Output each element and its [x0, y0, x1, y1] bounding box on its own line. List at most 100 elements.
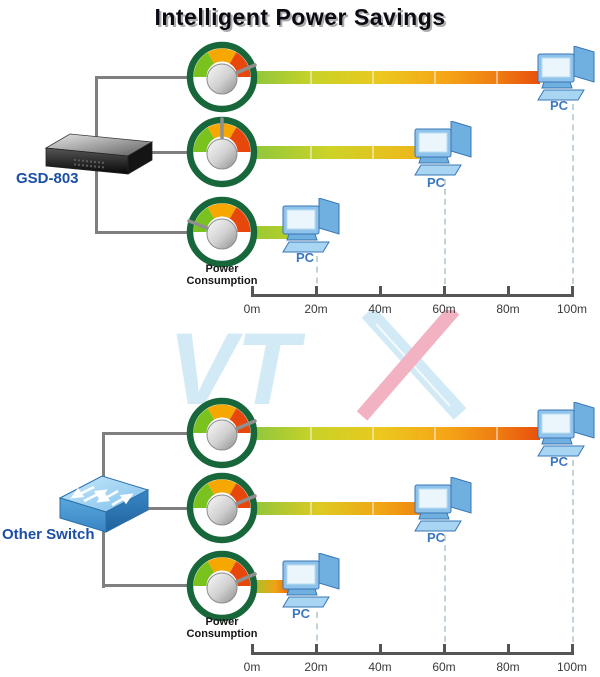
- gauge-zone-mid: [207, 479, 237, 495]
- pc-keyboard: [414, 520, 462, 532]
- ruler-tick: [507, 644, 510, 652]
- pc-base: [541, 81, 573, 89]
- gauge-zone-low: [193, 408, 215, 434]
- ruler-label-60m: 60m: [432, 660, 456, 674]
- ruler-label-20m: 20m: [304, 660, 328, 674]
- ruler-label-0m: 0m: [243, 302, 261, 316]
- other-branch-line-3: [102, 584, 195, 587]
- pc-screen: [286, 564, 316, 585]
- pc-screen: [541, 413, 571, 434]
- power-gauge-high: [186, 550, 258, 622]
- ruler-tick: [443, 286, 446, 294]
- gsd-switch-label: GSD-803: [16, 170, 79, 187]
- power-gauge-high: [186, 397, 258, 469]
- switch-side-face: [105, 489, 149, 533]
- gauge-zone-mid: [207, 557, 237, 573]
- pc-base: [286, 588, 318, 596]
- pc-tower: [318, 198, 340, 235]
- pc-screen: [541, 57, 571, 78]
- distance-guide-60m: [444, 179, 446, 294]
- distance-guide-100m: [572, 104, 574, 294]
- pc-icon: [282, 198, 340, 253]
- gauge-knob: [206, 494, 238, 526]
- ruler-label-40m: 40m: [368, 660, 392, 674]
- gauge-knob: [206, 218, 238, 250]
- pc-icon: [537, 402, 595, 457]
- pc-keyboard: [414, 164, 462, 176]
- ruler-tick: [507, 286, 510, 294]
- gauge-zone-low: [193, 483, 215, 509]
- pc-tower: [318, 553, 340, 590]
- pc-screen: [418, 488, 448, 509]
- pc-keyboard: [537, 89, 585, 101]
- pc-keyboard: [282, 241, 330, 253]
- ruler-label-40m: 40m: [368, 302, 392, 316]
- gauge-zone-high: [229, 207, 251, 233]
- pc-label: PC: [549, 98, 569, 113]
- ruler-label-0m: 0m: [243, 660, 261, 674]
- cable-bar-20m: [250, 580, 292, 593]
- pc-icon: [537, 46, 595, 101]
- ruler-label-80m: 80m: [496, 660, 520, 674]
- ruler-tick: [315, 286, 318, 294]
- distance-guide-20m: [316, 612, 318, 652]
- pc-base: [418, 156, 450, 164]
- cable-bar-100m: [250, 71, 540, 84]
- distance-guide-20m: [316, 256, 318, 294]
- distance-ruler: [251, 652, 574, 655]
- switch-arrows-icon: [70, 485, 134, 507]
- cable-bar-20m: [250, 226, 292, 239]
- power-label-line2: Consumption: [186, 628, 258, 640]
- gauge-zone-high: [229, 52, 251, 78]
- gauge-zone-high: [229, 408, 251, 434]
- power-gauge-high: [186, 472, 258, 544]
- distance-guide-60m: [444, 535, 446, 652]
- pc-label: PC: [549, 454, 569, 469]
- pc-label: PC: [426, 175, 446, 190]
- ruler-tick: [571, 286, 574, 294]
- pc-tower: [573, 402, 595, 439]
- power-consumption-label: Power Consumption: [162, 616, 282, 640]
- pc-label: PC: [295, 250, 315, 265]
- power-label-line1: Power: [205, 616, 239, 628]
- watermark-x-pink-stroke: [356, 310, 460, 421]
- pc-screen: [286, 209, 316, 230]
- ruler-tick: [251, 286, 254, 294]
- ruler-tick: [315, 644, 318, 652]
- power-gauge-high: [186, 41, 258, 113]
- ruler-tick: [379, 286, 382, 294]
- pc-icon: [414, 477, 472, 532]
- pc-icon: [282, 553, 340, 608]
- cable-bar-60m: [250, 502, 424, 515]
- pc-tower: [450, 121, 472, 158]
- ruler-tick: [443, 644, 446, 652]
- ruler-label-80m: 80m: [496, 302, 520, 316]
- pc-keyboard: [282, 596, 330, 608]
- other-branch-line-1: [102, 432, 195, 435]
- pc-base: [541, 437, 573, 445]
- gauge-knob: [206, 63, 238, 95]
- distance-guide-100m: [572, 460, 574, 652]
- ruler-tick: [251, 644, 254, 652]
- pc-tower: [573, 46, 595, 83]
- gauge-zone-mid: [207, 404, 237, 420]
- pc-screen: [418, 132, 448, 153]
- ruler-label-60m: 60m: [432, 302, 456, 316]
- gauge-zone-high: [229, 127, 251, 153]
- gauge-zone-high: [229, 561, 251, 587]
- ruler-tick: [571, 644, 574, 652]
- ruler-tick: [379, 644, 382, 652]
- pc-label: PC: [291, 606, 311, 621]
- gauge-zone-low: [193, 52, 215, 78]
- pc-icon: [414, 121, 472, 176]
- ruler-label-100m: 100m: [556, 302, 588, 316]
- pc-base: [286, 233, 318, 241]
- page-title: Intelligent Power Savings: [154, 4, 446, 30]
- power-consumption-label: Power Consumption: [162, 263, 282, 287]
- power-gauge-low: [186, 196, 258, 268]
- gsd-branch-line-3: [95, 231, 195, 234]
- ruler-label-20m: 20m: [304, 302, 328, 316]
- power-label-line2: Consumption: [186, 275, 258, 287]
- gauge-zone-low: [193, 127, 215, 153]
